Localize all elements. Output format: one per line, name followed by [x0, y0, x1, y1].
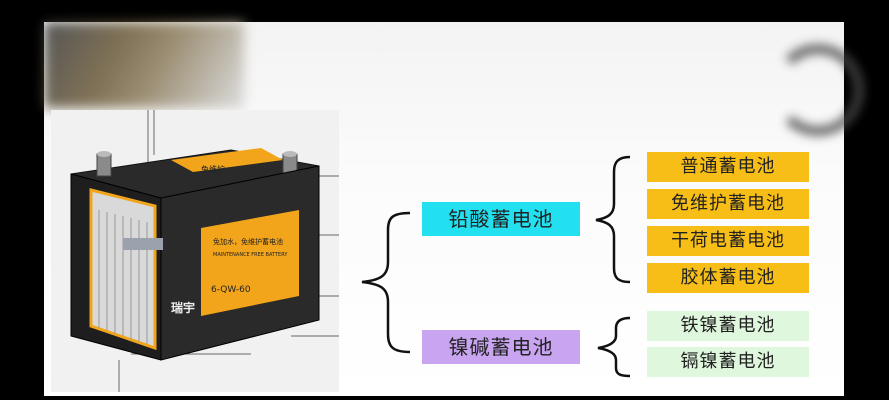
battery-cutaway-illustration: 免加水，免维护蓄电池 MAINTENANCE FREE BATTERY 6-QW…: [70, 110, 339, 392]
blurred-background-ring: [772, 44, 864, 136]
subcategory-dry-charged: 干荷电蓄电池: [647, 226, 809, 256]
blurred-background-image: [44, 22, 244, 108]
battery-label-text-1: 免加水，免维护蓄电池: [213, 237, 283, 246]
category-lead-acid: 铅酸蓄电池: [422, 202, 580, 236]
battery-photo: 免加水，免维护蓄电池 MAINTENANCE FREE BATTERY 6-QW…: [51, 110, 339, 392]
nickel-brace: [597, 316, 631, 378]
battery-top-label-text: 免维护: [201, 164, 225, 174]
battery-brand-text: 瑞宇: [171, 300, 195, 315]
subcategory-maintenance-free: 免维护蓄电池: [647, 189, 809, 219]
battery-model-text: 6-QW-60: [211, 285, 251, 295]
subcategory-cadmium-nickel: 镉镍蓄电池: [647, 347, 809, 377]
battery-label-text-2: MAINTENANCE FREE BATTERY: [213, 252, 288, 258]
subcategory-ordinary: 普通蓄电池: [647, 152, 809, 182]
lead-acid-brace: [595, 155, 631, 284]
category-nickel-alkaline: 镍碱蓄电池: [422, 330, 580, 364]
main-brace: [361, 211, 411, 354]
subcategory-gel: 胶体蓄电池: [647, 263, 809, 293]
subcategory-iron-nickel: 铁镍蓄电池: [647, 311, 809, 341]
